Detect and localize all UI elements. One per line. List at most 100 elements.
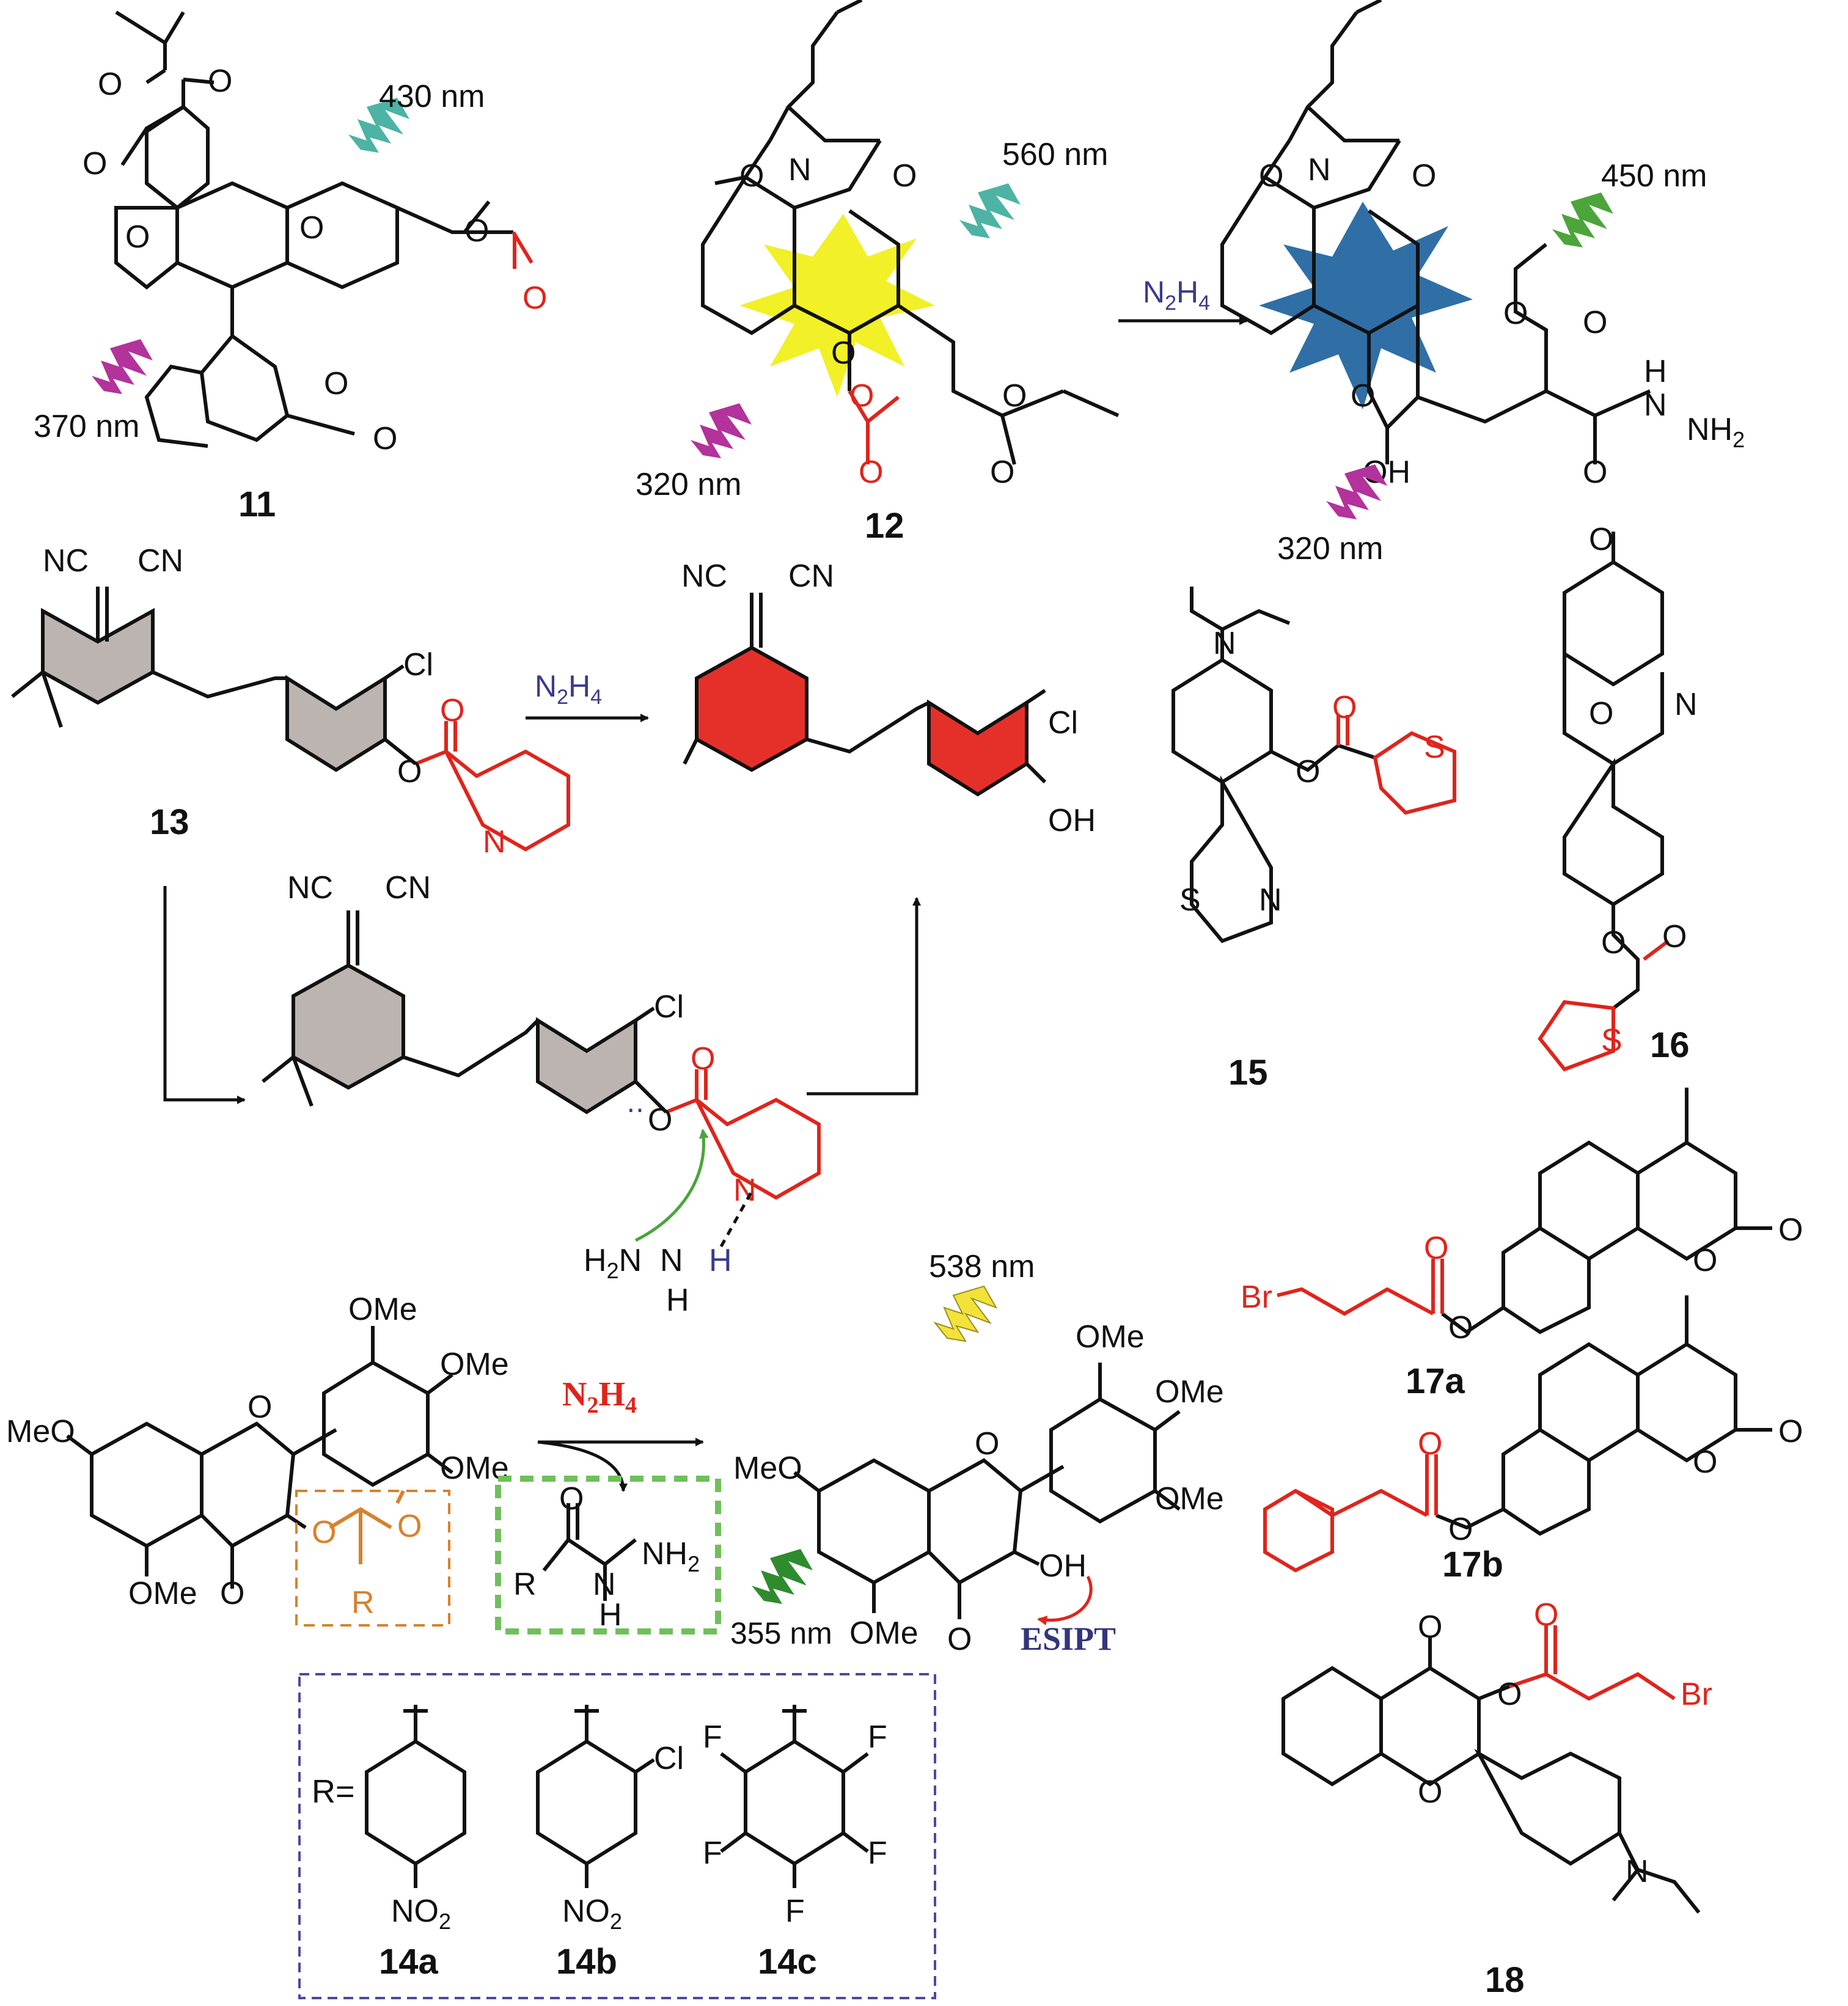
- compound-label-16: 16: [1650, 1025, 1690, 1065]
- excitation-bolt-icon: [752, 1549, 813, 1604]
- wavelength-label: 320 nm: [1277, 531, 1383, 566]
- atom-O: O: [299, 210, 324, 246]
- atom-O: O: [892, 158, 917, 194]
- atom-N: N: [1626, 1854, 1649, 1889]
- atom-O: O: [464, 213, 489, 249]
- atom-F: F: [868, 1836, 887, 1871]
- atom-O: O: [1693, 1444, 1717, 1480]
- atom-OMe: OMe: [1076, 1319, 1145, 1355]
- compound-14-product: MeO O OMe OMe OMe OMe O OH ESIPT: [733, 1319, 1224, 1657]
- compound-13-product: NC CN Cl OH: [681, 558, 1096, 838]
- atom-N: N: [733, 1173, 757, 1208]
- wavelength-label: 320 nm: [636, 467, 741, 502]
- atom-H: H: [599, 1597, 622, 1633]
- atom-O: O: [859, 455, 883, 490]
- compound-16: O O N O O S: [1538, 522, 1698, 1072]
- atom-Cl: Cl: [654, 1741, 684, 1776]
- wavelength-label: 370 nm: [34, 409, 139, 444]
- atom-O: O: [1351, 378, 1375, 414]
- atom-H2: H: [584, 1243, 607, 1278]
- atom-S: S: [1424, 730, 1445, 765]
- compound-label-15: 15: [1228, 1053, 1268, 1093]
- excitation-bolt-icon: [92, 339, 153, 394]
- r-equals-label: R=: [312, 1773, 355, 1810]
- atom-Br: Br: [1681, 1677, 1712, 1712]
- atom-NC: NC: [681, 558, 727, 594]
- svg-text:NO2: NO2: [391, 1894, 451, 1934]
- compound-label-14a: 14a: [379, 1942, 439, 1982]
- compound-11: [114, 10, 513, 448]
- atom-OMe: OMe: [1155, 1374, 1224, 1410]
- svg-text:NH2: NH2: [642, 1536, 700, 1576]
- atom-N: N: [1308, 152, 1331, 188]
- fluorescence-star-icon: [739, 214, 935, 397]
- atom-O: O: [324, 366, 348, 401]
- atom-S: S: [1601, 1023, 1623, 1058]
- atom-O: O: [1424, 1231, 1448, 1266]
- svg-text:NO2: NO2: [562, 1894, 622, 1934]
- atom-N: N: [1644, 387, 1667, 423]
- atom-CN: CN: [385, 870, 431, 906]
- atom-O: O: [1662, 919, 1687, 954]
- compound-label-11: 11: [238, 485, 276, 524]
- atom-O: O: [975, 1426, 999, 1462]
- atom-O: O: [522, 280, 547, 316]
- atom-NO2: NO: [391, 1894, 439, 1929]
- atom-CN: CN: [138, 543, 183, 579]
- wavelength-label: 430 nm: [379, 79, 485, 114]
- atom-N: N: [593, 1567, 616, 1602]
- atom-O: O: [1503, 296, 1528, 331]
- esipt-label: ESIPT: [1021, 1620, 1116, 1657]
- atom-O: O: [1583, 305, 1607, 340]
- atom-MeO: MeO: [6, 1414, 75, 1449]
- compound-13: NC CN Cl O O N: [11, 543, 570, 860]
- compound-18: O O O O Br N: [1282, 1597, 1712, 1914]
- atom-O: O: [1296, 754, 1320, 789]
- byproduct-arrow: [537, 1440, 628, 1492]
- atom-O: O: [82, 146, 107, 181]
- compound-12-product: O N O O O O OH O H N NH2: [1220, 0, 1745, 490]
- excitation-bolt-icon: [959, 183, 1021, 238]
- atom-O: O: [1778, 1212, 1803, 1248]
- atom-OMe: OMe: [348, 1292, 417, 1327]
- atom-NH2: NH: [642, 1536, 688, 1572]
- atom-OH: OH: [1039, 1548, 1087, 1584]
- atom-O: O: [1002, 378, 1027, 414]
- svg-text:NH2: NH2: [1687, 412, 1745, 452]
- atom-H: H: [1644, 354, 1667, 389]
- atom-N: N: [1213, 626, 1236, 661]
- atom-O: O: [691, 1041, 715, 1077]
- atom-O: O: [397, 754, 422, 789]
- atom-O: O: [1332, 690, 1357, 725]
- wavelength-label: 560 nm: [1002, 137, 1108, 172]
- compound-12: O N O O O O O O: [701, 0, 1120, 490]
- compound-label-12: 12: [865, 506, 904, 546]
- atom-O: O: [1412, 158, 1436, 194]
- atom-NC: NC: [43, 543, 89, 579]
- reagent-hydrazine: N2H4: [535, 669, 602, 709]
- r-group-box: R= NO2 NO2 Cl F F F F F 14a 14b 14c: [298, 1673, 936, 1999]
- compound-17a: O O O O Br: [1241, 1088, 1803, 1345]
- atom-O: O: [739, 158, 764, 194]
- atom-O: O: [1418, 1609, 1442, 1645]
- atom-O: O: [220, 1576, 244, 1611]
- compound-17b: O O O O: [1263, 1295, 1803, 1573]
- atom-O: O: [1601, 925, 1626, 961]
- atom-OMe: OMe: [849, 1616, 919, 1651]
- atom-H: H: [666, 1283, 689, 1318]
- compound-label-17a: 17a: [1406, 1361, 1465, 1401]
- wavelength-label: 538 nm: [929, 1249, 1035, 1284]
- atom-O: O: [1583, 455, 1607, 490]
- atom-O: O: [1497, 1677, 1522, 1712]
- hydrazide-byproduct: R O N H NH2: [495, 1476, 721, 1634]
- atom-O: O: [208, 64, 232, 99]
- svg-text:‥: ‥: [626, 1088, 644, 1118]
- atom-NC: NC: [287, 870, 333, 906]
- reaction-arrow: [163, 886, 246, 1104]
- atom-O: O: [1448, 1512, 1473, 1547]
- atom-N: N: [660, 1243, 683, 1278]
- compound-label-18: 18: [1485, 1960, 1525, 2000]
- compound-14-scaffold: MeO O OMe OMe OMe OMe O O O R: [6, 1292, 509, 1627]
- atom-O: O: [312, 1515, 336, 1550]
